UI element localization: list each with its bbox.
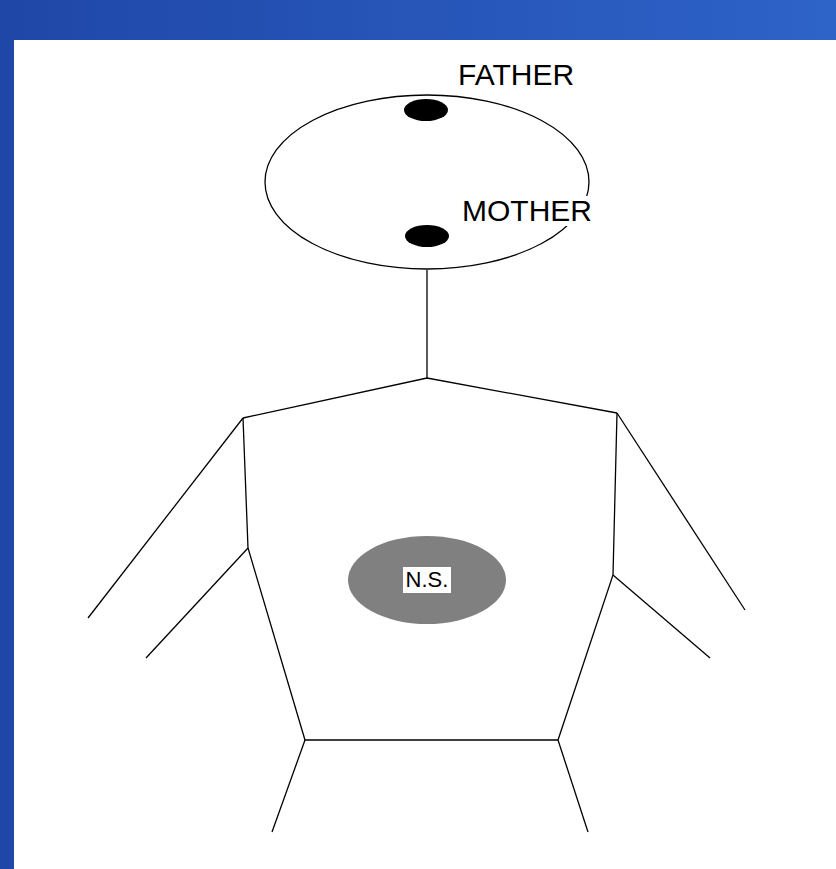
figure-label: FATHER bbox=[456, 60, 576, 90]
leg-line bbox=[558, 740, 588, 832]
head-outline bbox=[265, 95, 589, 269]
arm-line bbox=[617, 413, 745, 610]
arm-line bbox=[613, 575, 710, 658]
arm-line bbox=[88, 418, 243, 618]
neck-line bbox=[426, 270, 427, 378]
mother-dot bbox=[405, 225, 449, 247]
nervous-system-ellipse: N.S. bbox=[347, 535, 507, 625]
shoulder-line bbox=[243, 378, 617, 418]
arm-line bbox=[146, 548, 248, 658]
torso-outline bbox=[243, 413, 617, 740]
figure-label: MOTHER bbox=[460, 196, 594, 226]
slide-panel bbox=[14, 40, 836, 869]
leg-line bbox=[272, 740, 305, 832]
father-dot bbox=[404, 99, 448, 121]
node-label: N.S. bbox=[403, 567, 452, 593]
ellipse-fill bbox=[348, 536, 506, 624]
